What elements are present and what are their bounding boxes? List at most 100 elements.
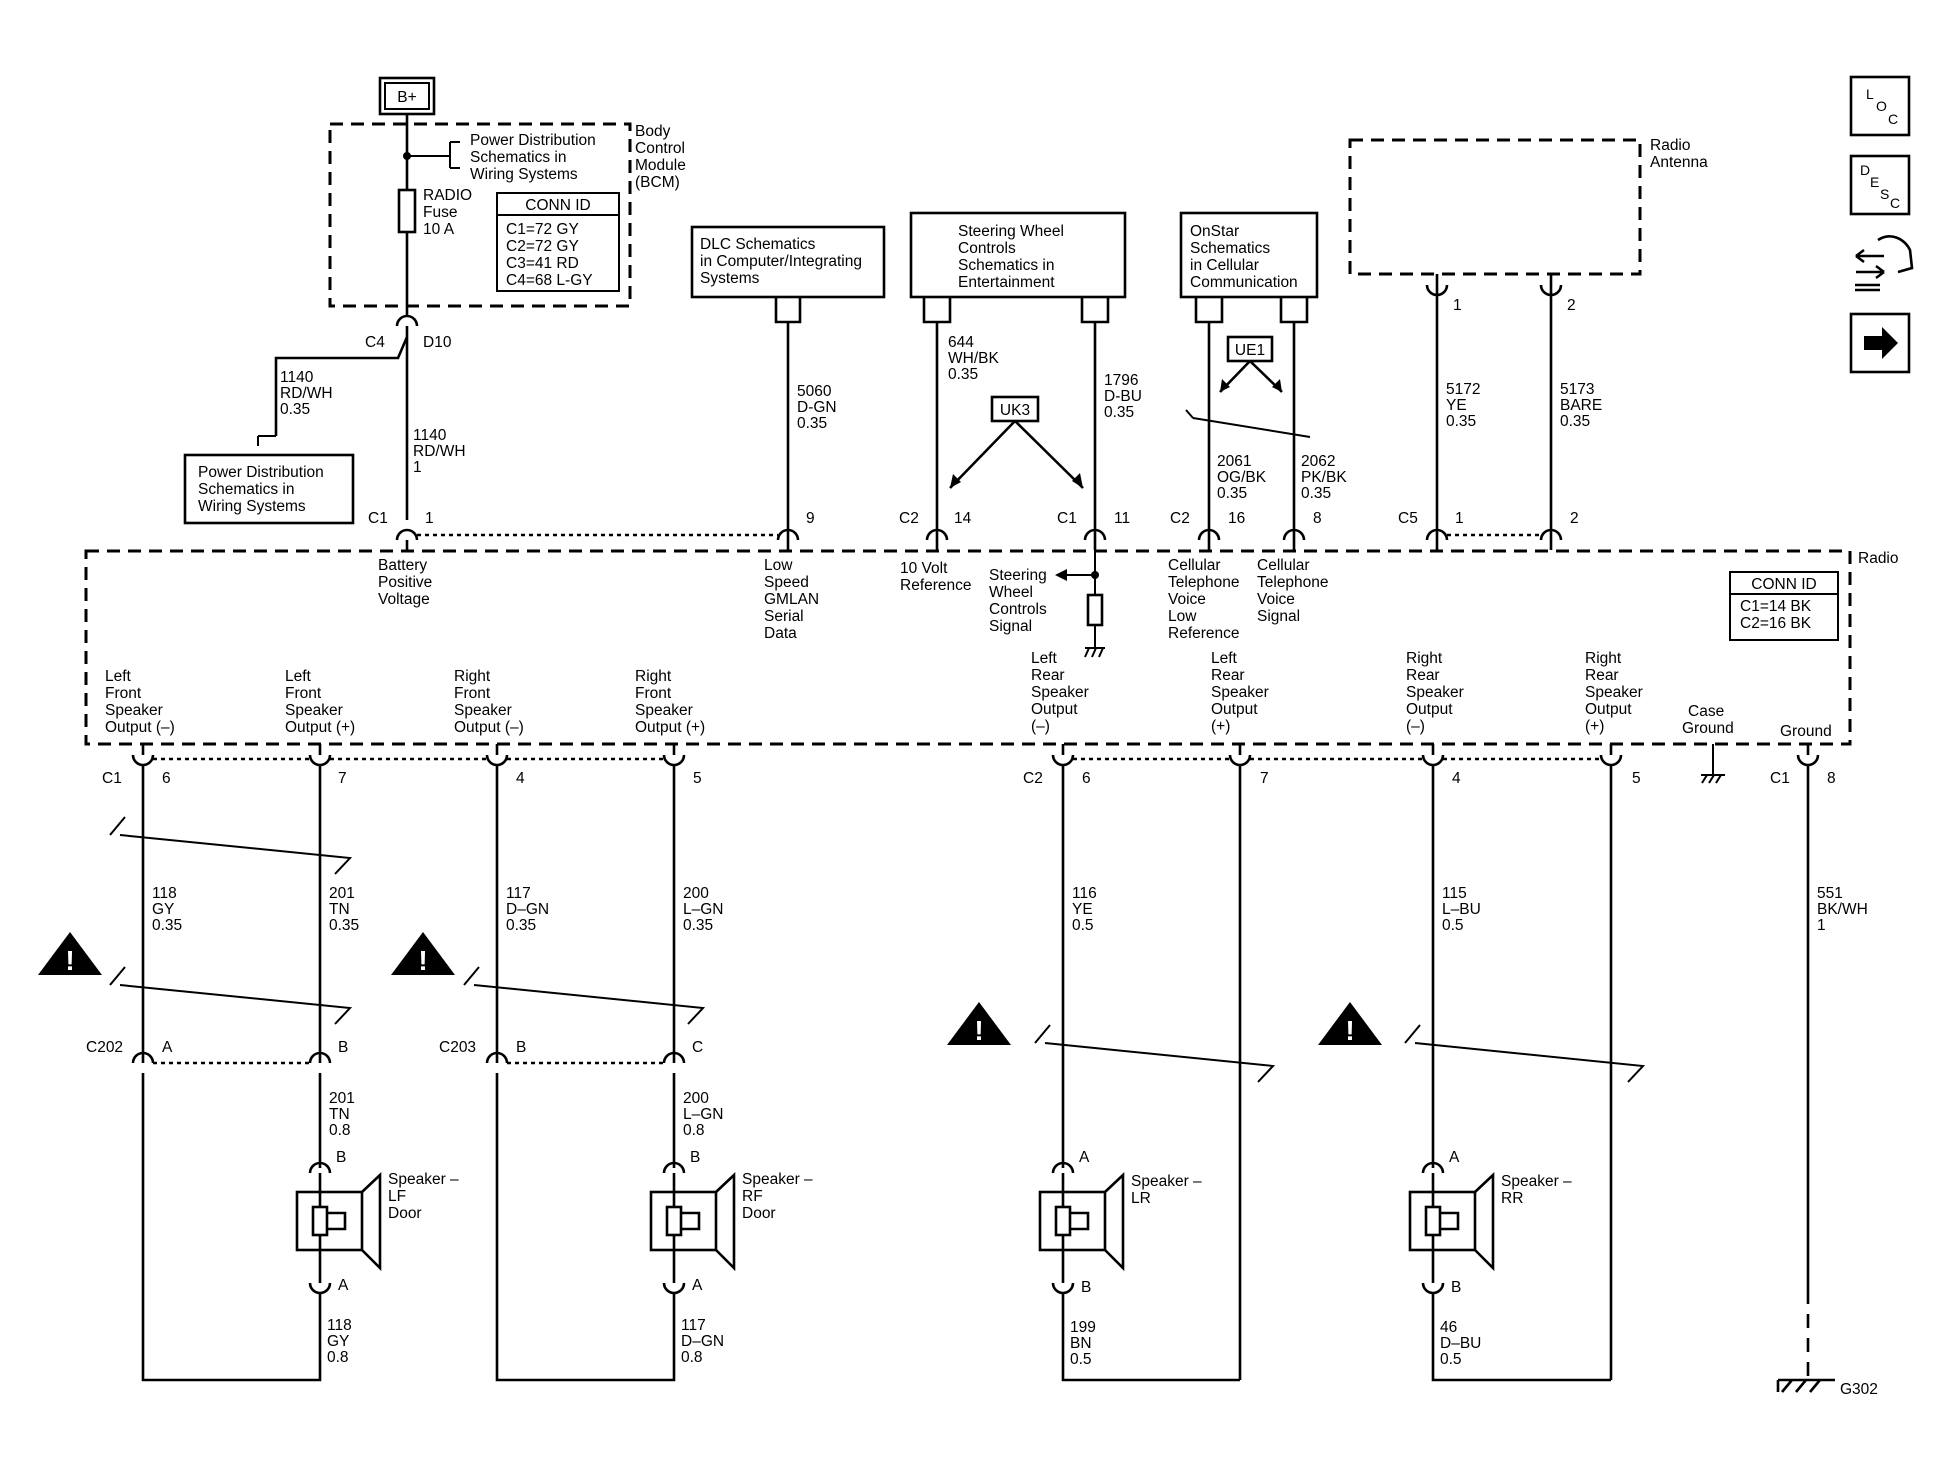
svg-text:UK3: UK3 [1000, 402, 1030, 419]
svg-text:Ground: Ground [1780, 723, 1832, 740]
svg-text:1: 1 [425, 510, 434, 527]
svg-text:2: 2 [1567, 297, 1576, 314]
svg-text:Systems: Systems [700, 270, 760, 287]
svg-text:C203: C203 [439, 1039, 476, 1056]
caution-icon[interactable]: ! [947, 1002, 1011, 1046]
onstar-wire-right-label: 2062 PK/BK 0.35 [1301, 453, 1351, 502]
svg-text:E: E [1870, 174, 1879, 190]
battery-positive-voltage-label: Battery Positive Voltage [378, 557, 437, 608]
caution-icon[interactable]: ! [391, 932, 455, 976]
svg-text:Controls: Controls [958, 240, 1016, 257]
bcm-conn-id-table: CONN ID C1=72 GY C2=72 GY C3=41 RD C4=68… [496, 192, 620, 292]
speaker-lr: A B Speaker –LR [1038, 1149, 1202, 1296]
svg-text:B: B [690, 1149, 700, 1166]
svg-text:6: 6 [162, 770, 171, 787]
svg-text:!: ! [974, 1015, 983, 1046]
description-nav-icon[interactable]: D E S C [1849, 154, 1911, 216]
caution-icon[interactable]: ! [38, 932, 102, 976]
ten-volt-reference-label: 10 Volt Reference [900, 560, 972, 594]
svg-text:C1: C1 [102, 770, 122, 787]
svg-text:O: O [1876, 98, 1887, 114]
bcm-power-dist-ref: Power Distribution Schematics in Wiring … [470, 132, 600, 183]
svg-text:7: 7 [1260, 770, 1269, 787]
svg-text:Schematics: Schematics [1190, 240, 1270, 257]
svg-text:A: A [692, 1277, 703, 1294]
svg-text:11: 11 [1114, 510, 1130, 527]
svg-text:1: 1 [1455, 510, 1464, 527]
svg-text:Power Distribution: Power Distribution [198, 464, 324, 481]
uk3-option-label: UK3 [990, 395, 1040, 423]
dlc-wire-label: 5060 D-GN 0.35 [797, 383, 841, 432]
svg-text:S: S [1880, 186, 1889, 202]
svg-text:8: 8 [1313, 510, 1322, 527]
svg-text:8: 8 [1827, 770, 1836, 787]
steering-wire-right-label: 1796 D-BU 0.35 [1104, 372, 1146, 421]
svg-text:5: 5 [1632, 770, 1641, 787]
svg-text:Schematics in: Schematics in [958, 257, 1054, 274]
steering-wire-left-label: 644 WH/BK 0.35 [948, 334, 1003, 383]
svg-text:CONN ID: CONN ID [1751, 576, 1816, 593]
next-arrow-nav-icon[interactable] [1849, 312, 1911, 374]
svg-text:6: 6 [1082, 770, 1091, 787]
gmlan-serial-data-label: Low Speed GMLAN Serial Data [764, 557, 823, 642]
svg-text:C2: C2 [899, 510, 919, 527]
svg-text:G302: G302 [1840, 1381, 1878, 1398]
svg-text:A: A [162, 1039, 173, 1056]
caution-icon[interactable]: ! [1318, 1002, 1382, 1046]
ground-g302: G302 [1776, 1378, 1878, 1398]
steering-wheel-resistor [1055, 550, 1105, 658]
svg-text:14: 14 [954, 510, 972, 527]
steering-wheel-box: Steering Wheel Controls Schematics in En… [909, 211, 1127, 299]
svg-text:4: 4 [516, 770, 525, 787]
svg-text:C: C [692, 1039, 703, 1056]
svg-text:Steering Wheel: Steering Wheel [958, 223, 1064, 240]
svg-text:D: D [1860, 162, 1870, 178]
svg-text:Speaker –LR: Speaker –LR [1131, 1173, 1202, 1207]
radio-dashed-box [84, 549, 1852, 746]
svg-text:L: L [1866, 86, 1874, 102]
svg-text:C202: C202 [86, 1039, 123, 1056]
location-nav-icon[interactable]: L O C [1849, 75, 1911, 137]
radio-conn-id-table: CONN ID C1=14 BK C2=16 BK [1729, 571, 1839, 641]
svg-text:C2=72 GY: C2=72 GY [506, 238, 579, 255]
svg-text:4: 4 [1452, 770, 1461, 787]
antenna-wire-left-label: 5172 YE 0.35 [1446, 381, 1485, 430]
svg-text:Communication: Communication [1190, 274, 1298, 291]
bcm-dashed-box [328, 122, 632, 308]
svg-text:C2: C2 [1170, 510, 1190, 527]
svg-text:Speaker –RR: Speaker –RR [1501, 1173, 1572, 1207]
svg-text:C1=14 BK: C1=14 BK [1740, 598, 1812, 615]
svg-text:in Computer/Integrating: in Computer/Integrating [700, 253, 862, 270]
svg-text:DLC Schematics: DLC Schematics [700, 236, 816, 253]
connector-tool-nav-icon[interactable] [1855, 235, 1914, 292]
svg-text:!: ! [65, 945, 74, 976]
onstar-wire-left-label: 2061 OG/BK 0.35 [1217, 453, 1270, 502]
dlc-box: DLC Schematics in Computer/Integrating S… [690, 225, 886, 299]
svg-text:C2=16 BK: C2=16 BK [1740, 615, 1812, 632]
svg-text:Entertainment: Entertainment [958, 274, 1055, 291]
antenna-label: Radio Antenna [1650, 137, 1708, 171]
svg-text:!: ! [418, 945, 427, 976]
svg-text:UE1: UE1 [1235, 342, 1265, 359]
c203-inline-connector: C203 B C [439, 1039, 703, 1065]
svg-text:OnStar: OnStar [1190, 223, 1239, 240]
svg-text:C4=68 L-GY: C4=68 L-GY [506, 272, 593, 289]
antenna-wire-right-label: 5173 BARE 0.35 [1560, 381, 1607, 430]
svg-text:C: C [1888, 111, 1898, 127]
battery-wire-label: 1140 RD/WH 1 [413, 427, 470, 476]
svg-text:B: B [336, 1149, 346, 1166]
cellular-voice-signal-label: Cellular Telephone Voice Signal [1257, 557, 1333, 625]
